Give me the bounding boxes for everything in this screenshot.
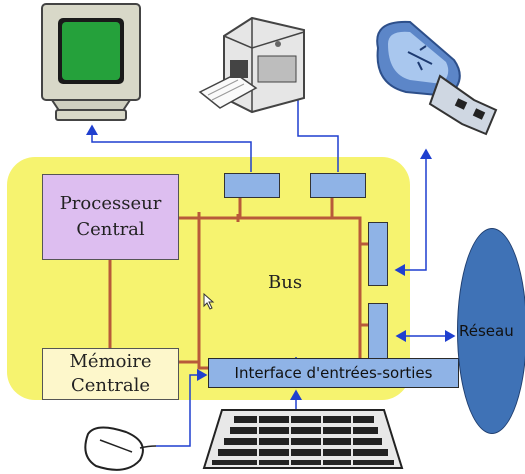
mouse-icon xyxy=(84,426,157,471)
io-interface-box: Interface d'entrées-sorties xyxy=(208,358,459,388)
io-interface-label: Interface d'entrées-sorties xyxy=(234,364,433,382)
arrow-to-monitor xyxy=(86,124,252,172)
port-monitor xyxy=(224,173,280,198)
processor-label-line2: Central xyxy=(76,219,145,240)
network-label: Réseau xyxy=(459,322,514,340)
processor-box: Processeur Central xyxy=(42,174,179,260)
arrow-to-printer xyxy=(292,84,339,172)
cursor-icon xyxy=(203,292,215,310)
memory-label-line2: Centrale xyxy=(71,375,150,396)
bus-frame xyxy=(197,216,362,370)
network-ellipse xyxy=(457,228,525,434)
arrow-from-usb xyxy=(394,150,427,276)
bus-label: Bus xyxy=(268,272,303,293)
arrow-from-mouse xyxy=(156,369,208,447)
printer-icon xyxy=(198,16,305,114)
port-usb xyxy=(368,222,388,286)
monitor-icon xyxy=(41,3,141,121)
io-arrows xyxy=(86,84,456,447)
processor-label-line1: Processeur xyxy=(59,193,162,214)
usb-key-icon xyxy=(376,20,498,136)
memory-box: Mémoire Centrale xyxy=(42,348,179,400)
memory-label-line1: Mémoire xyxy=(69,351,152,372)
keyboard-icon xyxy=(202,409,404,469)
port-printer xyxy=(310,173,366,198)
